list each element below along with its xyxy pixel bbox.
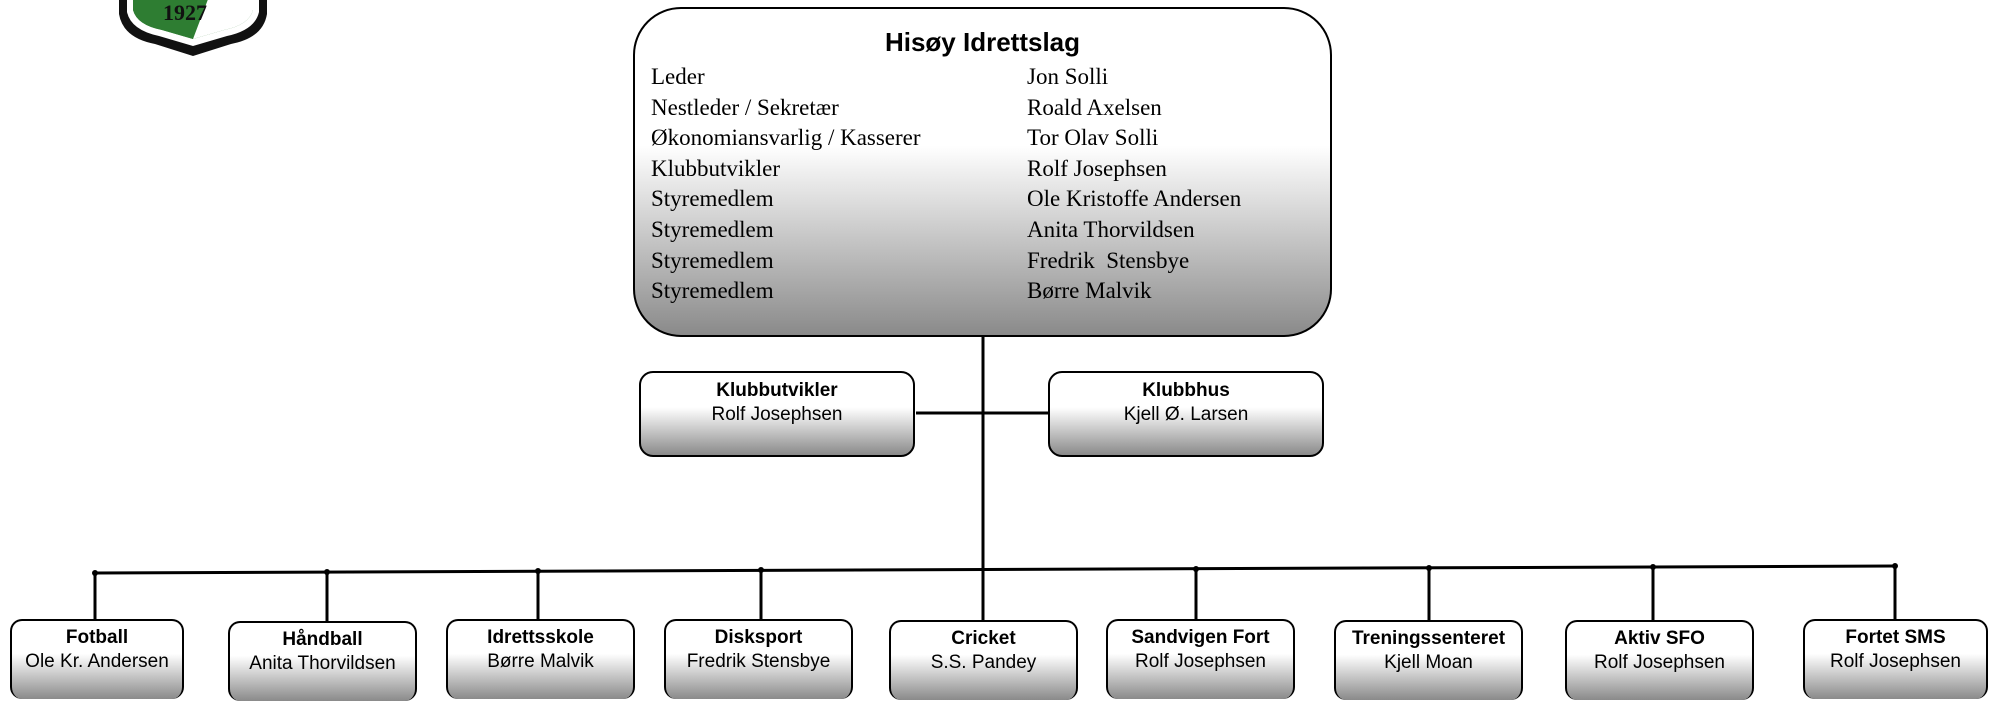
box-title: Idrettsskole — [487, 627, 594, 648]
board-role: Økonomiansvarlig / Kasserer — [651, 125, 921, 151]
box-title: Fortet SMS — [1845, 627, 1946, 648]
board-roles: Leder Nestleder / Sekretær Økonomiansvar… — [651, 62, 921, 307]
klubbhus-box: Klubbhus Kjell Ø. Larsen — [1048, 371, 1324, 457]
box-name: Rolf Josephsen — [711, 404, 843, 425]
board-role: Klubbutvikler — [651, 155, 781, 181]
group-box-handball: Håndball Anita Thorvildsen — [228, 621, 417, 701]
box-title: Fotball — [65, 627, 129, 648]
club-logo-icon: 1927 — [119, 0, 267, 56]
board-box: Hisøy Idrettslag Leder Nestleder / Sekre… — [633, 7, 1332, 337]
box-title: Cricket — [951, 628, 1016, 649]
box-name: Kjell Moan — [1384, 652, 1473, 673]
board-role: Styremedlem — [651, 186, 774, 212]
box-name: S.S. Pandey — [930, 652, 1037, 673]
org-title: Hisøy Idrettslag — [884, 27, 1081, 57]
board-role: Leder — [651, 64, 705, 89]
box-name: Rolf Josephsen — [1135, 651, 1266, 672]
board-role: Styremedlem — [651, 216, 774, 242]
group-box-sandvigen-fort: Sandvigen Fort Rolf Josephsen — [1106, 619, 1295, 699]
box-title: Aktiv SFO — [1614, 628, 1705, 649]
board-name: Rolf Josephsen — [1027, 155, 1167, 181]
group-box-cricket: Cricket S.S. Pandey — [889, 620, 1078, 700]
group-box-fortet-sms: Fortet SMS Rolf Josephsen — [1803, 619, 1988, 699]
box-name: Kjell Ø. Larsen — [1123, 404, 1249, 425]
board-name: Børre Malvik — [1027, 278, 1152, 304]
box-title: Klubbutvikler — [716, 380, 838, 401]
box-title: Klubbhus — [1142, 380, 1230, 401]
logo-year: 1927 — [163, 0, 207, 25]
box-name: Rolf Josephsen — [1594, 652, 1725, 673]
board-role: Nestleder / Sekretær — [651, 94, 839, 120]
box-title: Sandvigen Fort — [1131, 627, 1270, 648]
group-box-idrettsskole: Idrettsskole Børre Malvik — [446, 619, 635, 699]
board-names: Jon Solli Roald Axelsen Tor Olav Solli R… — [1027, 62, 1241, 307]
board-name: Tor Olav Solli — [1027, 125, 1159, 151]
klubbutvikler-box: Klubbutvikler Rolf Josephsen — [639, 371, 915, 457]
board-name: Anita Thorvildsen — [1027, 216, 1195, 242]
board-name: Roald Axelsen — [1027, 94, 1162, 120]
box-name: Fredrik Stensbye — [686, 651, 831, 672]
group-box-disksport: Disksport Fredrik Stensbye — [664, 619, 853, 699]
box-name: Rolf Josephsen — [1830, 651, 1961, 672]
board-name: Fredrik Stensbye — [1027, 247, 1190, 273]
board-name: Ole Kristoffe Andersen — [1027, 186, 1242, 212]
box-title: Disksport — [714, 627, 803, 648]
box-name: Børre Malvik — [487, 651, 594, 672]
group-box-treningssenteret: Treningssenteret Kjell Moan — [1334, 620, 1523, 700]
box-name: Ole Kr. Andersen — [25, 651, 169, 672]
board-role: Styremedlem — [651, 247, 774, 273]
bus-line — [94, 564, 1896, 575]
box-title: Treningssenteret — [1351, 628, 1506, 649]
board-role: Styremedlem — [651, 278, 774, 304]
box-name: Anita Thorvildsen — [249, 653, 396, 674]
box-title: Håndball — [282, 629, 363, 650]
group-box-aktiv-sfo: Aktiv SFO Rolf Josephsen — [1565, 620, 1754, 700]
board-name: Jon Solli — [1027, 64, 1109, 89]
group-box-fotball: Fotball Ole Kr. Andersen — [10, 619, 184, 699]
